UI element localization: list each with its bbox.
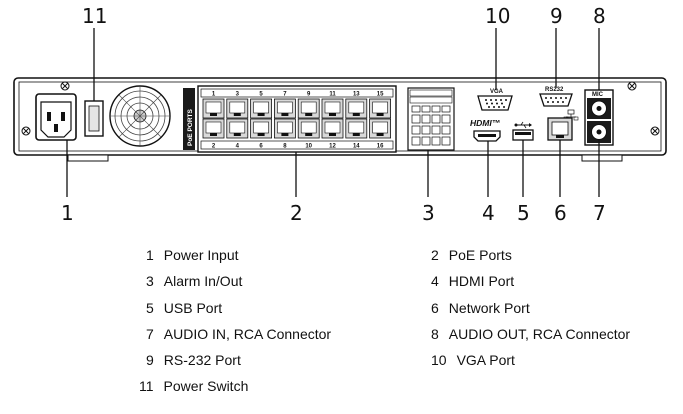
usb-icon — [514, 121, 532, 129]
poe-port-number: 9 — [307, 92, 311, 98]
poe-port — [202, 118, 225, 139]
callout-4: 4 — [482, 201, 495, 225]
poe-port — [226, 118, 249, 139]
poe-port — [321, 98, 344, 119]
poe-port-number: 8 — [283, 144, 287, 150]
poe-label-bar: PoE PORTS — [183, 88, 195, 150]
poe-port-number: 14 — [353, 144, 360, 150]
callout-lines — [66, 28, 600, 197]
poe-port — [273, 98, 296, 119]
poe-port-number: 1 — [212, 92, 216, 98]
power-switch — [84, 100, 104, 137]
callout-3: 3 — [422, 201, 435, 225]
poe-port-number: 4 — [236, 144, 240, 150]
poe-port-number: 10 — [305, 144, 312, 150]
poe-port — [273, 118, 296, 139]
poe-ports — [202, 98, 392, 139]
mic-label: MIC — [592, 92, 604, 98]
hdmi-label: HDMI™ — [470, 118, 500, 128]
screw-icon — [627, 81, 637, 91]
poe-port — [345, 98, 368, 119]
poe-port-number: 12 — [329, 144, 336, 150]
vga-label: VGA — [490, 89, 504, 95]
callout-5: 5 — [517, 201, 530, 225]
callout-2: 2 — [290, 201, 303, 225]
poe-port — [321, 118, 344, 139]
callout-10: 10 — [485, 4, 510, 28]
poe-port-number: 2 — [212, 144, 216, 150]
poe-port — [297, 118, 320, 139]
usb-port — [512, 121, 534, 141]
poe-port — [345, 118, 368, 139]
rs232-port: RS232 — [539, 87, 573, 107]
poe-port — [297, 98, 320, 119]
screw-icon — [650, 126, 660, 136]
callout-6: 6 — [554, 201, 567, 225]
poe-port-number: 15 — [377, 92, 384, 98]
audio-rca-block: MIC — [584, 89, 614, 146]
callout-7: 7 — [593, 201, 606, 225]
screw-icon — [21, 126, 31, 136]
poe-port — [250, 98, 273, 119]
network-icon — [563, 109, 579, 121]
alarm-terminals — [411, 105, 451, 146]
poe-bottom-numbers: 2 4 6 8 10 12 14 16 — [212, 144, 384, 150]
network-port — [547, 109, 579, 141]
poe-port — [226, 98, 249, 119]
power-input-socket — [35, 93, 77, 141]
callout-1: 1 — [61, 201, 74, 225]
poe-port-number: 11 — [329, 92, 336, 98]
alarm-terminal-block — [407, 87, 455, 151]
poe-port — [250, 118, 273, 139]
callout-8: 8 — [593, 4, 606, 28]
poe-port — [202, 98, 225, 119]
poe-port-number: 16 — [377, 144, 384, 150]
callout-9: 9 — [550, 4, 563, 28]
poe-port — [369, 118, 392, 139]
poe-port-number: 7 — [283, 92, 287, 98]
hdmi-port: HDMI™ — [470, 118, 501, 142]
vga-port: VGA — [477, 89, 513, 111]
poe-port-number: 13 — [353, 92, 360, 98]
poe-port-number: 5 — [259, 92, 263, 98]
callout-11: 11 — [82, 4, 107, 28]
poe-port — [369, 98, 392, 119]
poe-port-number: 6 — [259, 144, 263, 150]
poe-label: PoE PORTS — [187, 108, 194, 146]
poe-port-number: 3 — [236, 92, 240, 98]
rs232-label: RS232 — [545, 87, 564, 93]
screw-icon — [60, 81, 70, 91]
fan-icon — [109, 85, 171, 147]
